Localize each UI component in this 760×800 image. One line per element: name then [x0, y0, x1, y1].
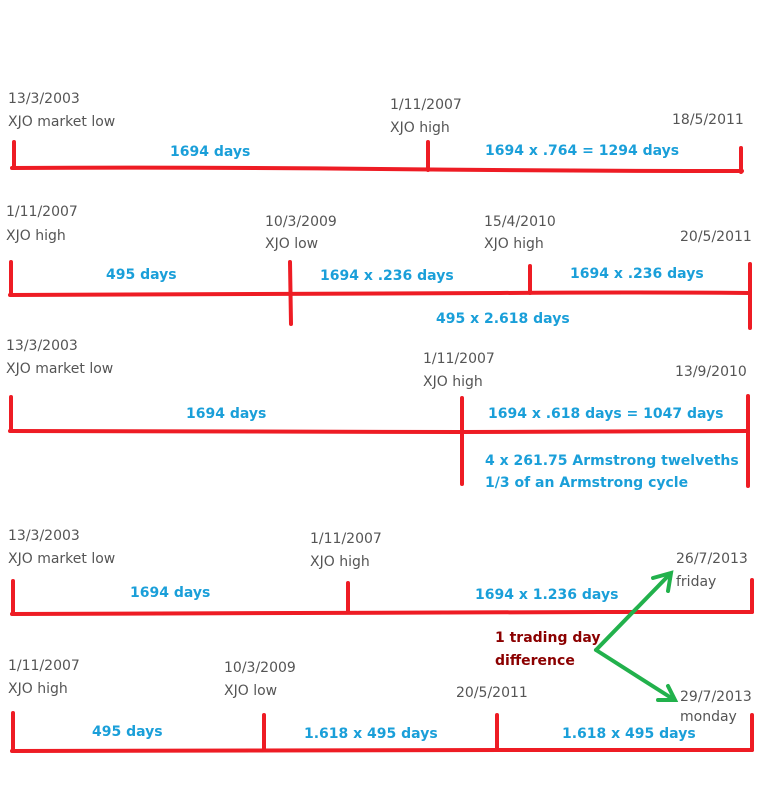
- arrow-down-to-monday: [594, 648, 675, 701]
- note-line-2: difference: [495, 653, 575, 669]
- timeline-5-interval-3: 1.618 x 495 days: [562, 726, 696, 742]
- timeline-3-date-3: 13/9/2010: [675, 364, 747, 380]
- timeline-5-label-2: XJO low: [224, 683, 277, 699]
- arrow-up-to-friday: [594, 572, 672, 652]
- timeline-3-interval-4: 1/3 of an Armstrong cycle: [485, 475, 688, 491]
- timeline-2: 1/11/2007 XJO high 10/3/2009 XJO low 15/…: [6, 204, 752, 330]
- timeline-2-label-2: XJO low: [265, 236, 318, 252]
- timeline-5-date-2: 10/3/2009: [224, 660, 296, 676]
- timeline-4-label-3: friday: [676, 574, 716, 590]
- timeline-1-date-1: 13/3/2003: [8, 91, 80, 107]
- timeline-3-date-1: 13/3/2003: [6, 338, 78, 354]
- timeline-4-date-2: 1/11/2007: [310, 531, 382, 547]
- timeline-2-label-3: XJO high: [484, 236, 544, 252]
- timeline-1: 13/3/2003 XJO market low 1/11/2007 XJO h…: [8, 91, 744, 174]
- timeline-5-interval-1: 495 days: [92, 724, 163, 740]
- timeline-3-date-2: 1/11/2007: [423, 351, 495, 367]
- timeline-2-interval-3: 1694 x .236 days: [570, 266, 704, 282]
- timeline-3-label-2: XJO high: [423, 374, 483, 390]
- timeline-1-interval-2: 1694 x .764 = 1294 days: [485, 143, 679, 159]
- timeline-4-label-1: XJO market low: [8, 551, 115, 567]
- timeline-4-interval-1: 1694 days: [130, 585, 210, 601]
- timeline-5-interval-2: 1.618 x 495 days: [304, 726, 438, 742]
- timeline-1-label-2: XJO high: [390, 120, 450, 136]
- timeline-4: 13/3/2003 XJO market low 1/11/2007 XJO h…: [8, 528, 754, 616]
- timeline-1-date-3: 18/5/2011: [672, 112, 744, 128]
- timeline-2-date-1: 1/11/2007: [6, 204, 78, 220]
- timeline-5-label-4: monday: [680, 709, 737, 725]
- timeline-5: 1/11/2007 XJO high 10/3/2009 XJO low 20/…: [8, 658, 754, 753]
- arrow-down-head: [656, 684, 679, 702]
- timeline-2-date-2: 10/3/2009: [265, 214, 337, 230]
- timeline-1-interval-1: 1694 days: [170, 144, 250, 160]
- timeline-1-axis: [10, 165, 744, 173]
- trading-day-note: 1 trading day difference: [495, 570, 679, 702]
- timeline-5-date-3: 20/5/2011: [456, 685, 528, 701]
- timeline-2-interval-1: 495 days: [106, 267, 177, 283]
- timeline-2-label-1: XJO high: [6, 228, 66, 244]
- timeline-4-label-2: XJO high: [310, 554, 370, 570]
- timeline-5-label-1: XJO high: [8, 681, 68, 697]
- timeline-2-tick-2: [288, 260, 293, 326]
- timeline-2-interval-4: 495 x 2.618 days: [436, 311, 570, 327]
- timeline-2-date-4: 20/5/2011: [680, 229, 752, 245]
- timeline-4-date-1: 13/3/2003: [8, 528, 80, 544]
- timeline-4-interval-2: 1694 x 1.236 days: [475, 587, 618, 603]
- timeline-3-label-1: XJO market low: [6, 361, 113, 377]
- timeline-4-axis: [10, 609, 754, 616]
- timeline-3-interval-1: 1694 days: [186, 406, 266, 422]
- timeline-1-date-2: 1/11/2007: [390, 97, 462, 113]
- timeline-2-interval-2: 1694 x .236 days: [320, 268, 454, 284]
- timeline-3-interval-3: 4 x 261.75 Armstrong twelveths: [485, 453, 739, 469]
- note-line-1: 1 trading day: [495, 630, 601, 646]
- timeline-1-label-1: XJO market low: [8, 114, 115, 130]
- timeline-4-date-3: 26/7/2013: [676, 551, 748, 567]
- arrow-up-head: [651, 570, 674, 593]
- timeline-5-axis: [10, 748, 754, 753]
- timeline-5-date-4: 29/7/2013: [680, 689, 752, 705]
- timeline-2-date-3: 15/4/2010: [484, 214, 556, 230]
- timeline-5-date-1: 1/11/2007: [8, 658, 80, 674]
- timeline-2-axis: [8, 290, 752, 297]
- timeline-3-axis: [8, 429, 750, 435]
- timeline-3-interval-2: 1694 x .618 days = 1047 days: [488, 406, 723, 422]
- timeline-3: 13/3/2003 XJO market low 1/11/2007 XJO h…: [6, 338, 750, 491]
